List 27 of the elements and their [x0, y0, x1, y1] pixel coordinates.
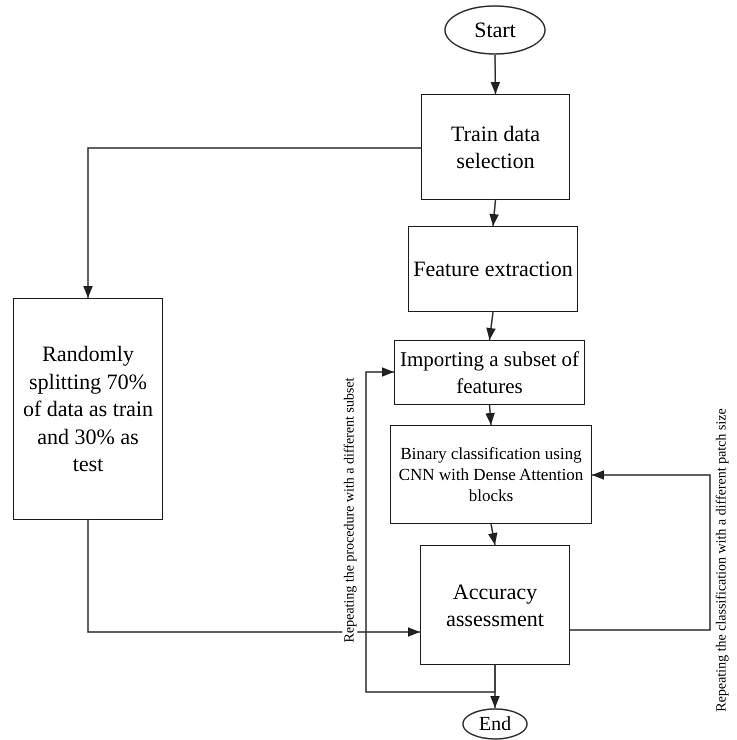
process-box [394, 340, 585, 405]
node-text: Feature extraction [413, 255, 573, 283]
terminal-ellipse [462, 708, 528, 740]
node-text: Randomly splitting 70% of data as train and 30% as test [22, 340, 154, 478]
edge-label: Repeating the classification with a different patch size [714, 407, 730, 714]
arrow [486, 312, 496, 340]
process-box [408, 226, 578, 312]
node-text: Start [474, 16, 516, 44]
node-text: Binary classification using CNN with Dense Attention blocks [398, 442, 584, 506]
node-text: End [478, 712, 512, 736]
node-text: Accuracy assessment [445, 578, 545, 632]
arrow [489, 200, 499, 226]
process-box [13, 298, 163, 520]
arrow [485, 404, 495, 426]
arrow [365, 367, 496, 693]
arrow [490, 54, 500, 94]
arrow [488, 524, 498, 546]
edge-label: Repeating the procedure with a different subset [342, 378, 358, 642]
process-box [421, 94, 570, 200]
node-text: Train data selection [450, 120, 541, 174]
arrow [570, 470, 711, 631]
terminal-ellipse [444, 5, 546, 55]
arrow [87, 520, 420, 637]
arrow [83, 147, 421, 298]
node-text: Importing a subset of features [399, 346, 580, 399]
process-box [420, 545, 570, 665]
process-box [390, 425, 592, 524]
